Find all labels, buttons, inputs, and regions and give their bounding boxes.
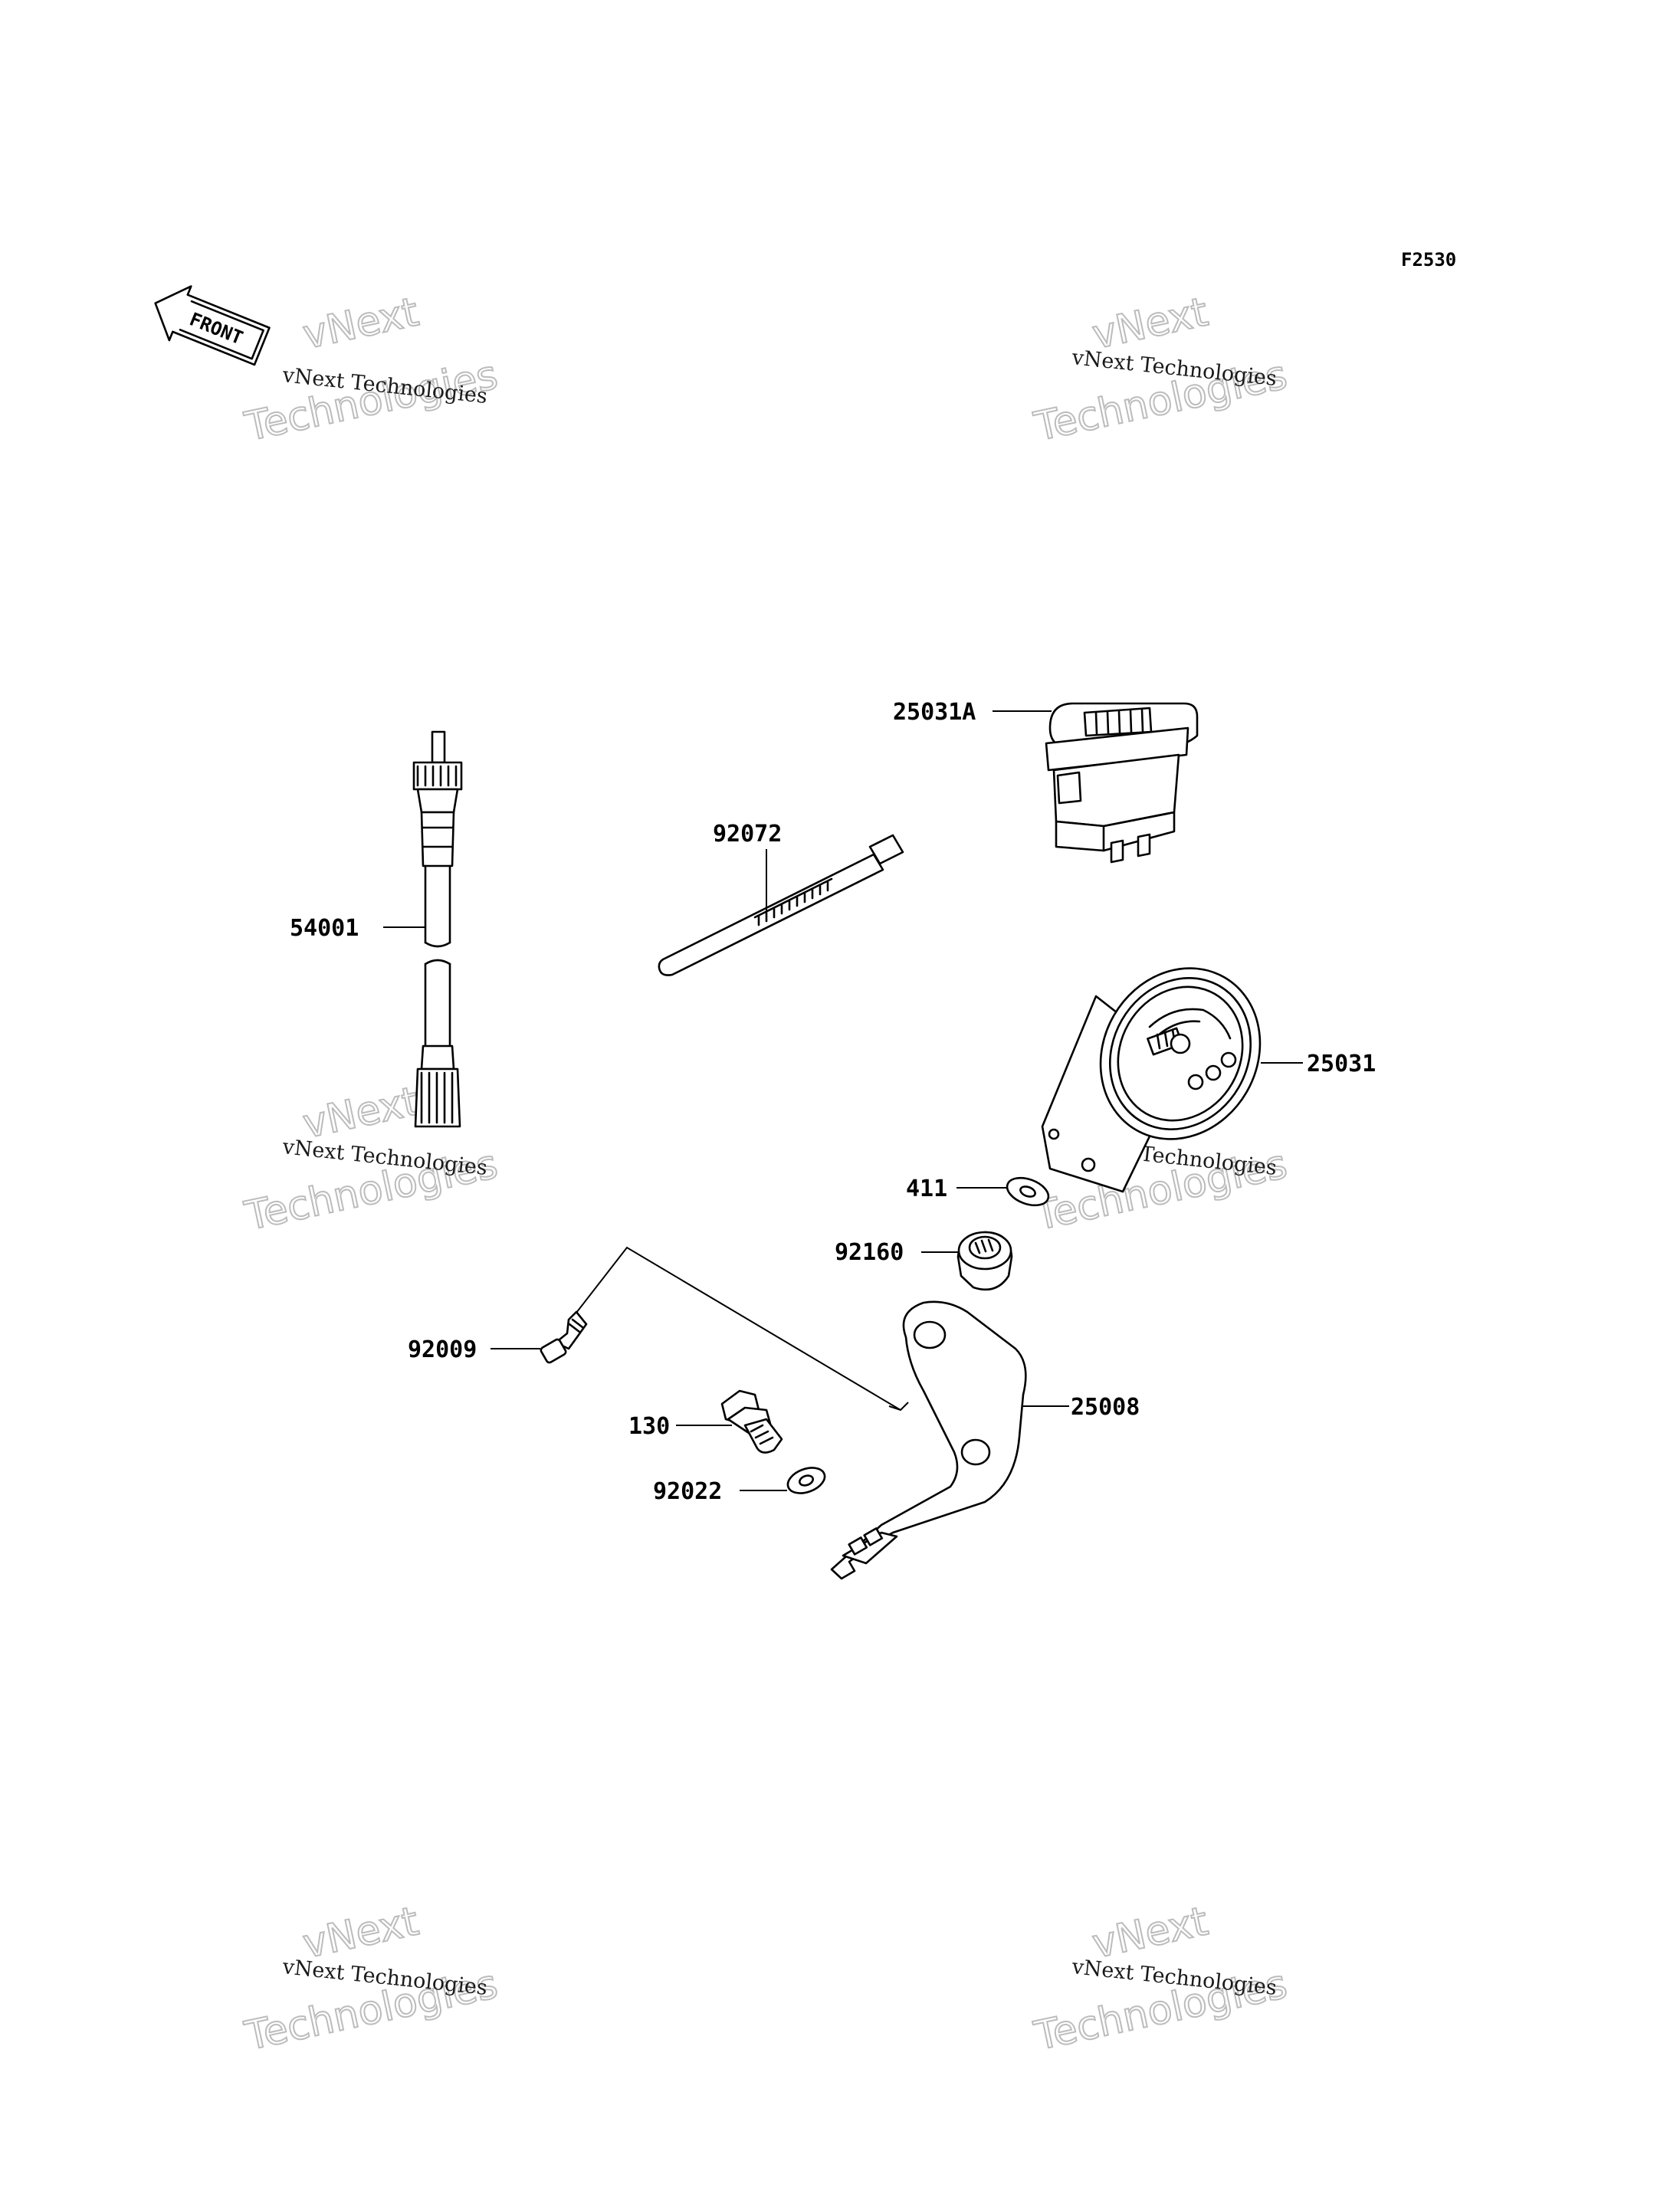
callout-92160: 92160 [835,1239,904,1266]
watermark-bottom-right: vNext Technologies vNext Technologies [1029,1897,1291,2060]
svg-text:vNext: vNext [299,1898,422,1967]
hour-meter-part [1045,702,1199,864]
speedometer-part [1041,967,1262,1193]
callout-92009: 92009 [408,1336,477,1363]
washer-92022-part [786,1467,826,1494]
callout-411: 411 [906,1176,947,1202]
diagram-code: F2530 [1401,249,1456,271]
callout-130: 130 [628,1413,670,1440]
callout-92072: 92072 [713,821,782,848]
bolt-130-part [720,1389,783,1454]
svg-text:vNext: vNext [1088,1898,1212,1967]
callout-25031A: 25031A [893,699,976,726]
bracket-part [830,1300,1027,1580]
cable-tie-part [658,834,904,976]
front-arrow-icon: FRONT [154,285,271,366]
callout-54001: 54001 [290,915,359,942]
screw-92009-part [540,1310,588,1364]
watermark-top-right: vNext Technologies vNext Technologies [1029,288,1291,451]
callout-25031: 25031 [1307,1051,1376,1077]
svg-text:vNext: vNext [299,1078,422,1147]
watermark-top-left: vNext Technologies vNext Technologies [240,288,502,451]
speedometer-cable-part [412,730,463,1128]
callout-92022: 92022 [653,1478,722,1505]
svg-text:vNext: vNext [299,289,422,358]
watermark-mid-left: vNext Technologies vNext Technologies [240,1077,502,1240]
watermark-bottom-left: vNext Technologies vNext Technologies [240,1897,502,2060]
washer-411-part [1006,1176,1050,1207]
svg-text:vNext: vNext [1088,289,1212,358]
grommet-part [956,1231,1013,1291]
callout-25008: 25008 [1071,1394,1140,1421]
